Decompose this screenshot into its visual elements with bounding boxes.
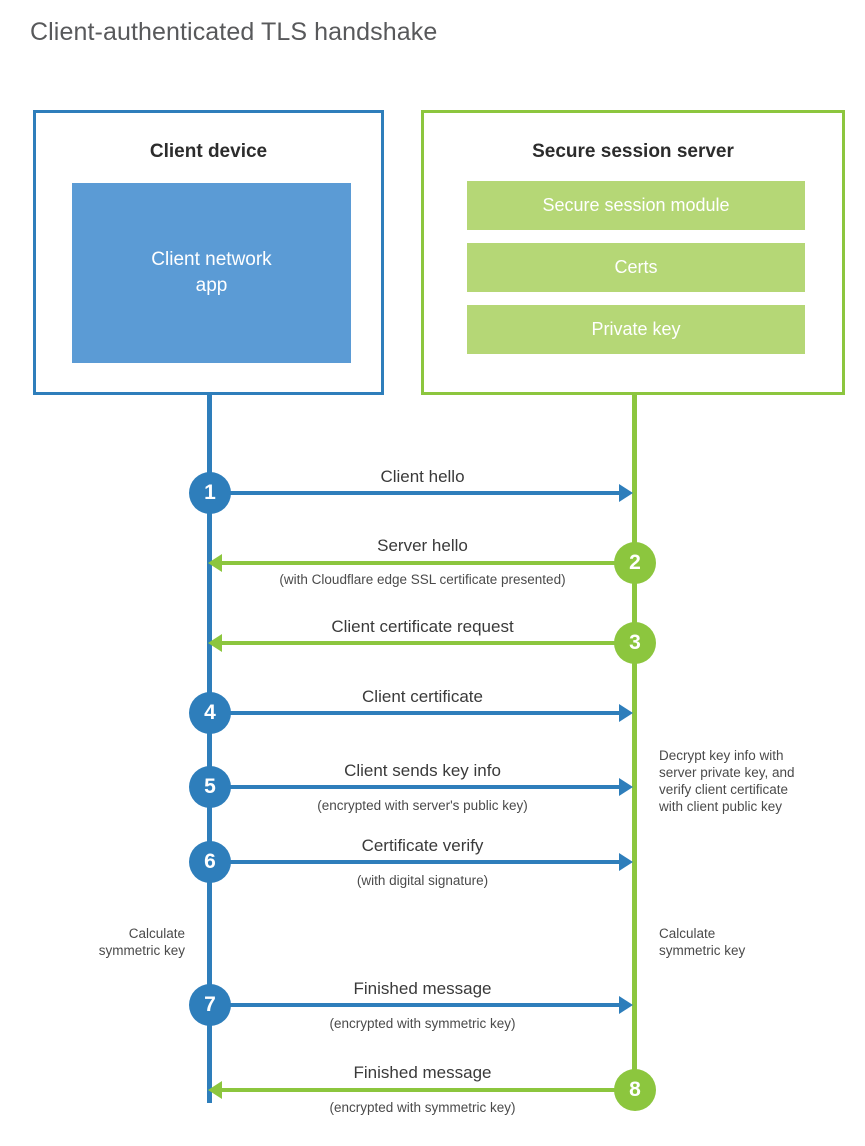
step-3-label: Client certificate request [331, 617, 514, 636]
step-8-label: Finished message [353, 1063, 492, 1082]
step-1-arrow-line [210, 491, 621, 495]
step-6-arrow-line [210, 860, 621, 864]
server-decrypt-line-3: verify client certificate [659, 782, 789, 797]
step-5-circle: 5 [189, 766, 231, 808]
step-3-arrow-head-icon [208, 634, 222, 652]
step-6-sublabel: (with digital signature) [356, 873, 489, 888]
client-app-label-line1: Client network [151, 249, 272, 270]
step-3-circle: 3 [614, 622, 656, 664]
step-2-label: Server hello [377, 536, 468, 555]
client-lifeline [207, 393, 212, 1103]
step-8-sublabel: (encrypted with symmetric key) [329, 1100, 516, 1115]
step-1-circle: 1 [189, 472, 231, 514]
server-module-certs: Certs [467, 243, 805, 292]
client-calc-line-2: symmetric key [98, 943, 185, 958]
step-7-circle: 7 [189, 984, 231, 1026]
client-app-label-line2: app [195, 275, 228, 296]
step-8-circle: 8 [614, 1069, 656, 1111]
step-2-sublabel: (with Cloudflare edge SSL certificate pr… [279, 572, 566, 587]
step-3-arrow-line [222, 641, 634, 645]
step-6-circle: 6 [189, 841, 231, 883]
step-5-arrow-head-icon [619, 778, 633, 796]
step-7-label: Finished message [353, 979, 492, 998]
server-decrypt-annotation: Decrypt key info with server private key… [659, 747, 839, 815]
secure-session-server-title: Secure session server [532, 141, 734, 162]
client-calculate-symmetric-key-annotation: Calculate symmetric key [20, 925, 185, 959]
step-2-circle: 2 [614, 542, 656, 584]
server-module-private-key: Private key [467, 305, 805, 354]
client-device-title: Client device [149, 141, 268, 162]
step-2-arrow-line [222, 561, 634, 565]
secure-session-server-box: Secure session server Secure session mod… [421, 110, 845, 395]
server-decrypt-line-1: Decrypt key info with [659, 748, 784, 763]
step-4-arrow-head-icon [619, 704, 633, 722]
step-5-sublabel: (encrypted with server's public key) [317, 798, 528, 813]
client-device-box: Client device Client network app [33, 110, 384, 395]
step-6-arrow-head-icon [619, 853, 633, 871]
step-4-label: Client certificate [362, 687, 483, 706]
step-5-arrow-line [210, 785, 621, 789]
client-calc-line-1: Calculate [128, 926, 185, 941]
step-4-arrow-line [210, 711, 621, 715]
step-8-arrow-head-icon [208, 1081, 222, 1099]
client-network-app-block: Client network app [72, 183, 351, 363]
step-1-arrow-head-icon [619, 484, 633, 502]
server-module-list: Secure session module Certs Private key [467, 181, 805, 367]
step-4-circle: 4 [189, 692, 231, 734]
step-1-label: Client hello [380, 467, 465, 486]
server-module-secure-session: Secure session module [467, 181, 805, 230]
step-5-label: Client sends key info [344, 761, 501, 780]
server-calculate-symmetric-key-annotation: Calculate symmetric key [659, 925, 839, 959]
page-title: Client-authenticated TLS handshake [30, 18, 438, 46]
step-8-arrow-line [222, 1088, 634, 1092]
step-7-arrow-line [210, 1003, 621, 1007]
server-decrypt-line-2: server private key, and [659, 765, 795, 780]
step-2-arrow-head-icon [208, 554, 222, 572]
server-lifeline [632, 393, 637, 1093]
step-7-sublabel: (encrypted with symmetric key) [329, 1016, 516, 1031]
server-calc-line-1: Calculate [659, 926, 716, 941]
step-7-arrow-head-icon [619, 996, 633, 1014]
server-decrypt-line-4: with client public key [659, 799, 783, 814]
step-6-label: Certificate verify [361, 836, 484, 855]
server-calc-line-2: symmetric key [659, 943, 746, 958]
